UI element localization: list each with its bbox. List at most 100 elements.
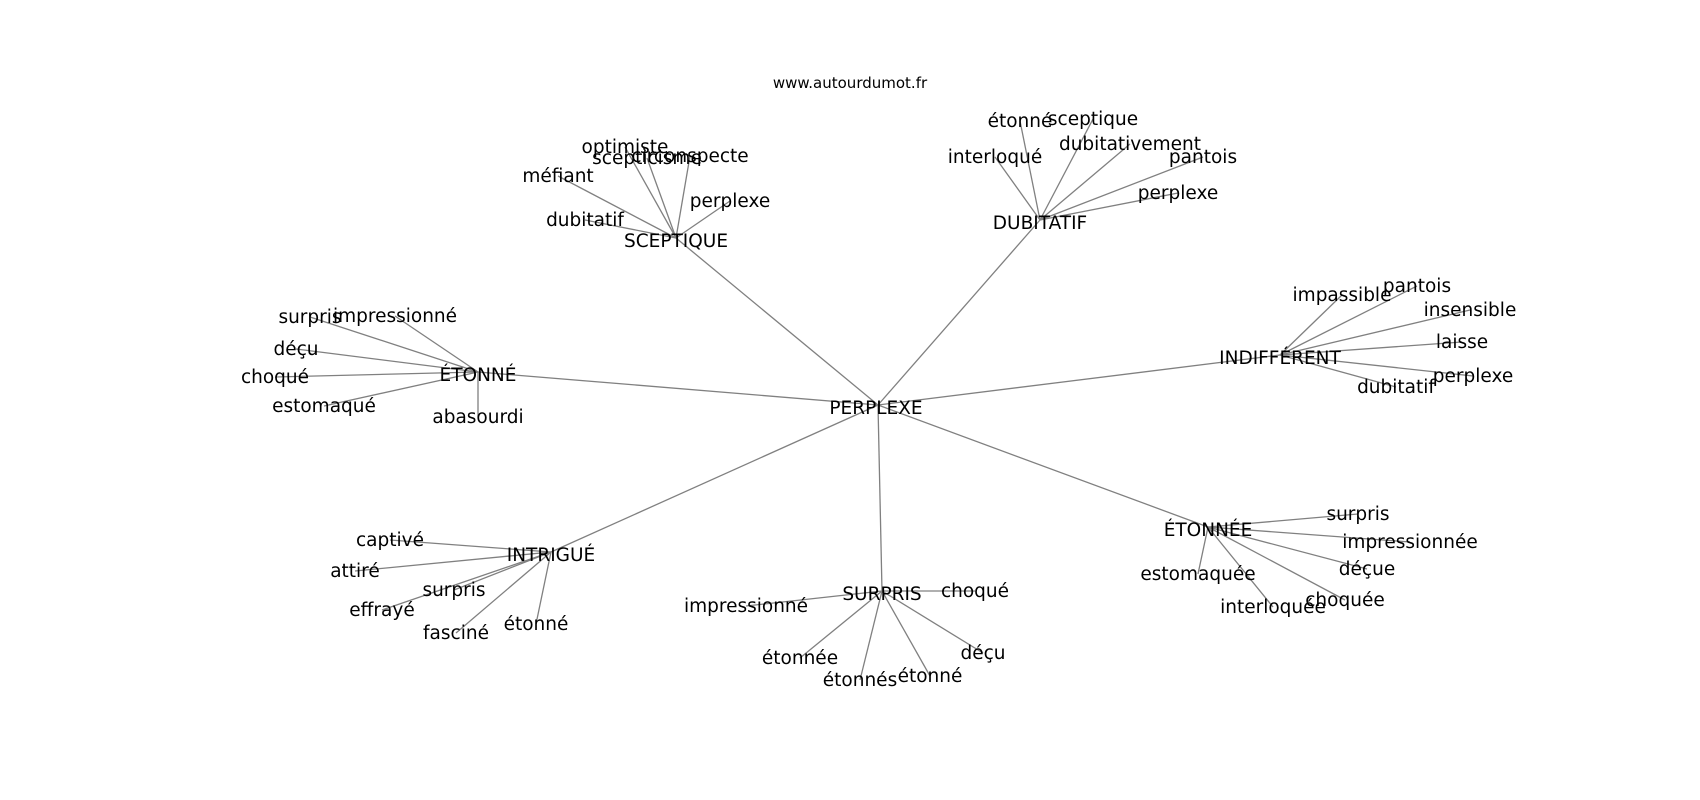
edge-etonne-1 — [394, 315, 479, 373]
edge-root-etonne — [477, 371, 879, 406]
word-node-surpris-2[interactable]: étonnée — [762, 648, 838, 669]
edge-etonne-2 — [295, 348, 479, 373]
word-node-dubitatif-4[interactable]: pantois — [1169, 147, 1237, 168]
hub-node-etonne[interactable]: ÉTONNÉ — [440, 364, 517, 386]
word-node-surpris-0[interactable]: impressionné — [684, 596, 808, 617]
edge-intrigue-4 — [455, 551, 552, 634]
edge-sceptique-0 — [584, 219, 677, 239]
edge-dubitatif-4 — [1039, 156, 1204, 221]
word-node-surpris-5[interactable]: déçu — [960, 643, 1005, 664]
word-node-intrigue-2[interactable]: surpris — [422, 580, 485, 601]
edge-sceptique-4 — [675, 155, 691, 239]
word-node-sceptique-1[interactable]: méfiant — [522, 166, 593, 187]
word-node-etonne-4[interactable]: estomaqué — [272, 396, 376, 417]
word-node-dubitatif-1[interactable]: étonné — [988, 111, 1053, 132]
word-node-indifferent-0[interactable]: impassible — [1293, 285, 1392, 306]
word-node-sceptique-5[interactable]: perplexe — [690, 191, 770, 212]
word-node-etonnee-4[interactable]: choquée — [1305, 590, 1384, 611]
hub-node-intrigue[interactable]: INTRIGUÉ — [507, 544, 595, 566]
edge-dubitatif-1 — [1019, 120, 1041, 221]
word-node-etonne-3[interactable]: choqué — [241, 367, 309, 388]
edge-indifferent-4 — [1279, 354, 1474, 377]
edge-surpris-0 — [745, 590, 883, 607]
edge-root-sceptique — [675, 237, 879, 406]
root-node-label[interactable]: PERPLEXE — [829, 398, 922, 419]
edge-indifferent-2 — [1279, 309, 1471, 356]
hub-node-etonnee[interactable]: ÉTONNÉE — [1164, 519, 1253, 541]
word-node-indifferent-5[interactable]: dubitatif — [1357, 377, 1435, 398]
edge-dubitatif-5 — [1039, 192, 1179, 221]
edge-etonne-3 — [274, 371, 479, 378]
edge-surpris-5 — [881, 590, 984, 654]
edge-sceptique-2 — [646, 157, 677, 239]
word-node-intrigue-0[interactable]: captivé — [356, 530, 424, 551]
edge-sceptique-1 — [557, 175, 677, 239]
edge-indifferent-5 — [1279, 354, 1397, 388]
word-node-etonnee-2[interactable]: déçue — [1339, 559, 1395, 580]
word-node-etonne-0[interactable]: surpris — [278, 307, 341, 328]
hub-node-indifferent[interactable]: INDIFFÉRENT — [1219, 347, 1341, 369]
word-node-dubitatif-0[interactable]: interloqué — [948, 147, 1042, 168]
edge-indifferent-1 — [1279, 285, 1418, 356]
edge-intrigue-2 — [453, 551, 552, 591]
word-node-etonne-2[interactable]: déçu — [273, 339, 318, 360]
edge-surpris-2 — [799, 590, 883, 659]
edge-surpris-3 — [859, 590, 883, 681]
edge-sceptique-5 — [675, 200, 731, 239]
edge-intrigue-0 — [389, 539, 552, 553]
word-node-indifferent-2[interactable]: insensible — [1424, 300, 1517, 321]
edge-sceptique-3 — [624, 146, 677, 239]
word-node-indifferent-4[interactable]: perplexe — [1433, 366, 1513, 387]
edge-intrigue-5 — [535, 551, 552, 625]
word-node-intrigue-5[interactable]: étonné — [504, 614, 569, 635]
hub-node-surpris[interactable]: SURPRIS — [842, 584, 921, 605]
edge-etonnee-4 — [1207, 526, 1346, 601]
edge-indifferent-0 — [1279, 294, 1343, 356]
edge-dubitatif-3 — [1039, 143, 1131, 221]
site-url-label: www.autourdumot.fr — [773, 74, 928, 92]
word-node-etonne-1[interactable]: impressionné — [333, 306, 457, 327]
edge-etonnee-0 — [1207, 513, 1359, 528]
edge-surpris-4 — [881, 590, 931, 677]
edge-intrigue-3 — [381, 551, 552, 611]
word-node-sceptique-0[interactable]: dubitatif — [546, 210, 624, 231]
hub-node-dubitatif[interactable]: DUBITATIF — [993, 213, 1087, 234]
word-node-intrigue-3[interactable]: effrayé — [349, 600, 414, 621]
word-node-sceptique-4[interactable]: circonspecte — [631, 146, 748, 167]
edge-etonnee-3 — [1197, 526, 1209, 575]
word-node-dubitatif-2[interactable]: sceptique — [1048, 109, 1138, 130]
word-node-sceptique-2[interactable]: scepticisme — [592, 148, 702, 169]
edge-root-surpris — [877, 404, 883, 592]
word-node-intrigue-1[interactable]: attiré — [330, 561, 380, 582]
word-node-indifferent-3[interactable]: laisse — [1436, 332, 1488, 353]
edge-root-dubitatif — [877, 219, 1041, 406]
edge-root-indifferent — [877, 354, 1281, 406]
labels-layer: www.autourdumot.fr PERPLEXE dubitatif méfi… — [241, 74, 1516, 691]
word-node-sceptique-3[interactable]: optimiste — [582, 137, 669, 158]
word-node-etonnee-0[interactable]: surpris — [1326, 504, 1389, 525]
word-node-etonnee-1[interactable]: impressionnée — [1342, 532, 1477, 553]
hub-node-sceptique[interactable]: SCEPTIQUE — [624, 231, 728, 252]
edges-layer — [274, 118, 1474, 681]
word-node-surpris-3[interactable]: étonnés — [823, 670, 897, 691]
word-node-dubitatif-5[interactable]: perplexe — [1138, 183, 1218, 204]
edge-etonnee-1 — [1207, 526, 1411, 543]
edge-root-etonnee — [877, 404, 1209, 528]
edge-root-intrigue — [550, 404, 879, 553]
edge-intrigue-1 — [354, 551, 552, 572]
edge-etonnee-5 — [1207, 526, 1274, 608]
edge-etonnee-2 — [1207, 526, 1368, 570]
edge-dubitatif-0 — [994, 156, 1041, 221]
edge-etonne-0 — [309, 316, 479, 373]
word-node-etonnee-5[interactable]: interloquée — [1220, 597, 1326, 618]
word-node-indifferent-1[interactable]: pantois — [1383, 276, 1451, 297]
word-node-surpris-4[interactable]: étonné — [898, 666, 963, 687]
word-node-dubitatif-3[interactable]: dubitativement — [1059, 134, 1201, 155]
word-node-intrigue-4[interactable]: fasciné — [423, 623, 489, 644]
edge-etonne-4 — [323, 371, 479, 407]
word-node-etonnee-3[interactable]: estomaquée — [1140, 564, 1255, 585]
edge-indifferent-3 — [1279, 341, 1463, 356]
word-node-etonne-5[interactable]: abasourdi — [432, 407, 523, 428]
word-node-surpris-1[interactable]: choqué — [941, 581, 1009, 602]
